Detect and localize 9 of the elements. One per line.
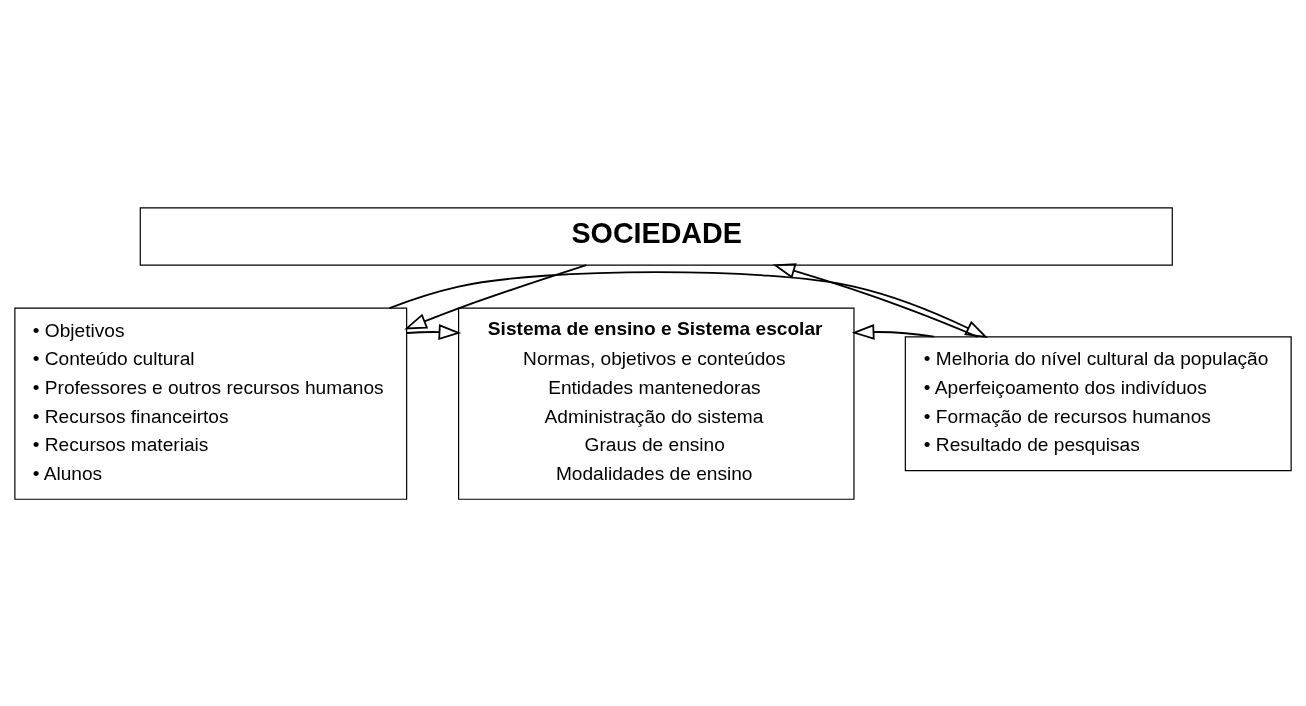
arrow: [404, 263, 588, 329]
node-box: Sistema de ensino e Sistema escolar Normas, objetivos e conteúdos Entidades mantenedoras Administração do sistema Graus de ensino Modalidades de ensino: [458, 307, 855, 500]
node-box: • Melhoria do nível cultural da população • Aperfeiçoamento dos indivíduos • Formação de recursos humanos • Resultado de pesquisas: [904, 335, 1292, 471]
node-box: SOCIEDADE: [139, 206, 1173, 266]
node-box: • Objetivos • Conteúdo cultural • Professores e outros recursos humanos • Recursos financeirtos • Recursos materiais • Alunos: [14, 307, 408, 500]
arrow: [851, 323, 935, 340]
arrow: [772, 262, 979, 338]
arrow: [388, 270, 989, 338]
arrow: [406, 323, 462, 340]
